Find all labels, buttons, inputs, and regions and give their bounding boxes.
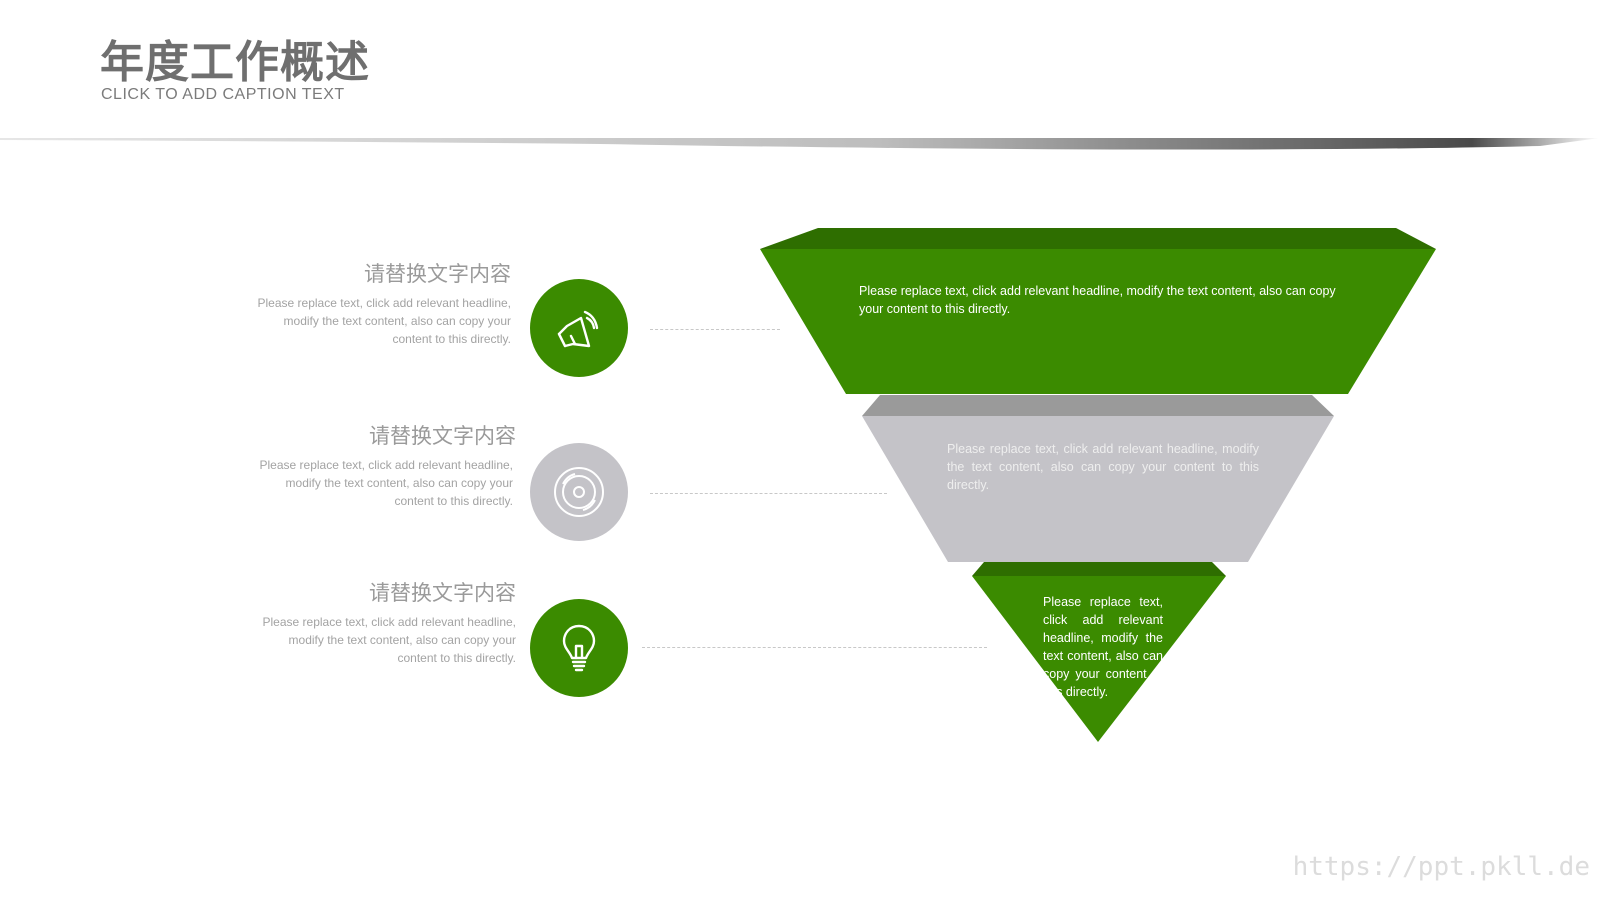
page-title: 年度工作概述 bbox=[100, 37, 370, 88]
item-icon-circle bbox=[530, 443, 628, 541]
funnel-tier-1 bbox=[760, 228, 1436, 394]
connector-line bbox=[642, 647, 987, 648]
header-divider bbox=[0, 138, 1600, 150]
lightbulb-icon bbox=[562, 624, 596, 672]
funnel-tier-2 bbox=[862, 395, 1334, 562]
connector-line bbox=[650, 493, 887, 494]
item-title: 请替换文字内容 bbox=[369, 581, 516, 605]
funnel-tier-1-text: Please replace text, click add relevant … bbox=[859, 284, 1336, 316]
item-description: Please replace text, click add relevant … bbox=[257, 296, 511, 346]
connector-line bbox=[650, 329, 780, 330]
watermark-url: https://ppt.pkll.de bbox=[1292, 852, 1590, 882]
page-caption: CLICK TO ADD CAPTION TEXT bbox=[101, 86, 345, 103]
item-title: 请替换文字内容 bbox=[369, 424, 516, 448]
speaker-icon bbox=[557, 310, 599, 348]
funnel-tier-3 bbox=[972, 562, 1226, 742]
item-icon-circle bbox=[530, 279, 628, 377]
item-icon-circle bbox=[530, 599, 628, 697]
item-description: Please replace text, click add relevant … bbox=[259, 458, 513, 508]
disc-icon bbox=[554, 467, 604, 517]
funnel-tier-3-text: Please replace text, click add relevant … bbox=[1043, 595, 1163, 699]
item-title: 请替换文字内容 bbox=[364, 262, 511, 286]
item-description: Please replace text, click add relevant … bbox=[262, 615, 516, 665]
funnel-tier-2-text: Please replace text, click add relevant … bbox=[947, 442, 1259, 492]
